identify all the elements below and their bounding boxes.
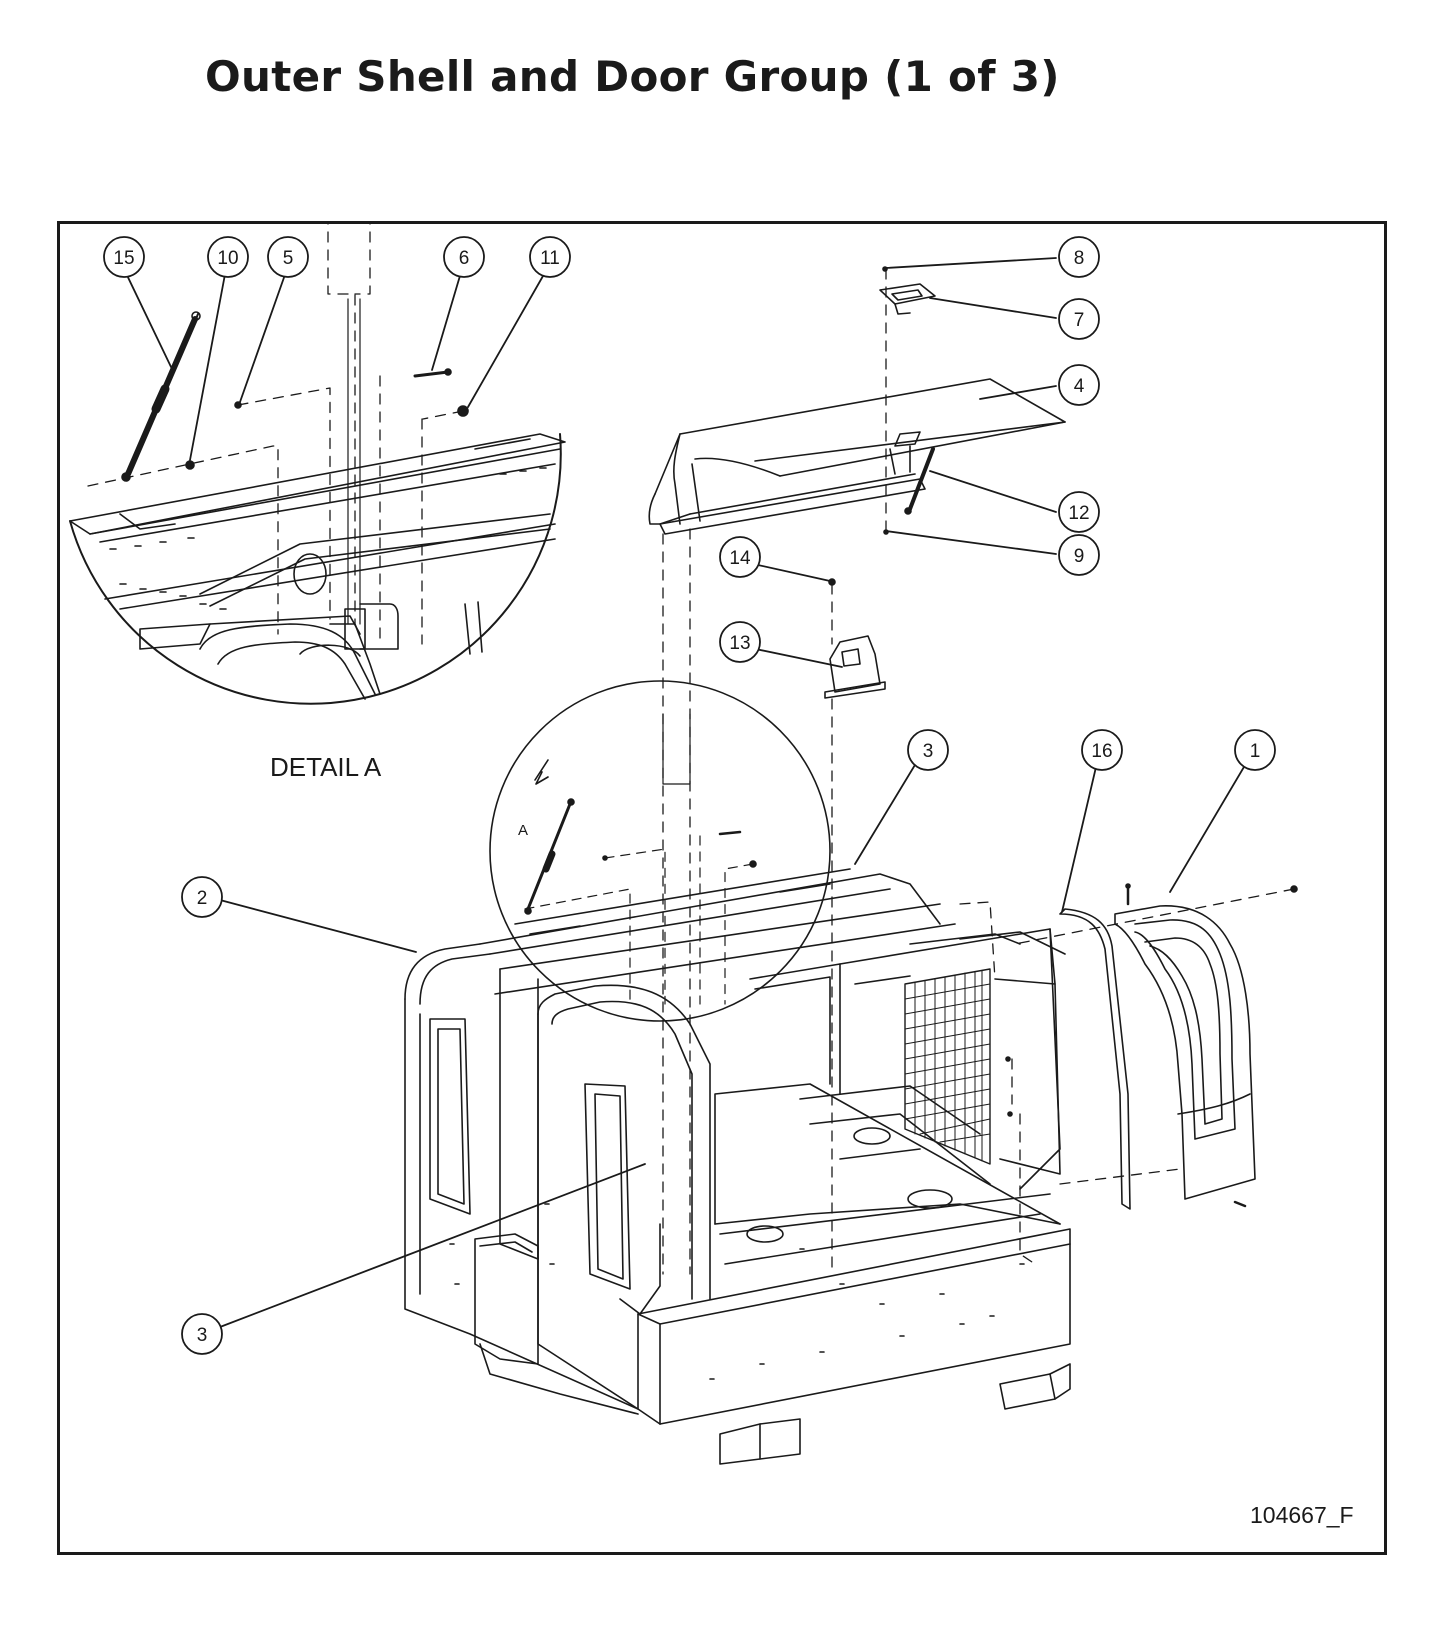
callout-15: 15 — [103, 236, 145, 278]
svg-text:16: 16 — [1091, 741, 1112, 762]
callout-12: 12 — [1058, 491, 1100, 533]
svg-text:9: 9 — [1074, 546, 1085, 567]
callout-1: 1 — [1234, 729, 1276, 771]
detail-a-marker: A — [518, 822, 529, 839]
side-panel-parts — [959, 883, 1298, 1265]
svg-text:11: 11 — [540, 248, 560, 269]
callout-3-upper: 3 — [907, 729, 949, 771]
callout-14: 14 — [719, 536, 761, 578]
svg-text:5: 5 — [283, 248, 294, 269]
callout-9: 9 — [1058, 534, 1100, 576]
callout-3-lower: 3 — [181, 1313, 223, 1355]
top-door-part — [648, 266, 1066, 535]
callout-bubbles: 15 10 5 6 11 8 7 4 12 9 14 13 3 16 1 2 3 — [103, 236, 1276, 1355]
callout-2: 2 — [181, 876, 223, 918]
svg-text:1: 1 — [1250, 741, 1261, 762]
callout-11: 11 — [529, 236, 571, 278]
callout-6: 6 — [443, 236, 485, 278]
svg-text:2: 2 — [197, 888, 208, 909]
detail-a-view — [69, 224, 566, 705]
diagram-drawing: 15 10 5 6 11 8 7 4 12 9 14 13 3 16 1 2 3 — [69, 224, 1298, 1465]
exploded-parts-diagram: 15 10 5 6 11 8 7 4 12 9 14 13 3 16 1 2 3… — [57, 221, 1387, 1555]
callout-16: 16 — [1081, 729, 1123, 771]
enclosure-frame — [404, 868, 1071, 1465]
callout-13: 13 — [719, 621, 761, 663]
svg-text:3: 3 — [197, 1325, 208, 1346]
svg-text:10: 10 — [217, 248, 238, 269]
drawing-number: 104667_F — [1250, 1502, 1354, 1528]
svg-text:12: 12 — [1068, 503, 1089, 524]
svg-text:15: 15 — [113, 248, 134, 269]
callout-4: 4 — [1058, 364, 1100, 406]
svg-text:6: 6 — [459, 248, 470, 269]
callout-7: 7 — [1058, 298, 1100, 340]
svg-text:4: 4 — [1074, 376, 1085, 397]
vent-grille — [904, 968, 991, 1165]
svg-text:13: 13 — [729, 633, 750, 654]
detail-a-label: DETAIL A — [270, 752, 382, 782]
svg-text:3: 3 — [923, 741, 934, 762]
callout-10: 10 — [207, 236, 249, 278]
page-title: Outer Shell and Door Group (1 of 3) — [205, 52, 1060, 101]
svg-text:14: 14 — [729, 548, 751, 569]
detail-a-reference-circle — [489, 680, 831, 1022]
bracket-part — [824, 578, 886, 1275]
callout-leaders — [123, 257, 1255, 1328]
arrow-icon — [534, 759, 549, 785]
svg-text:7: 7 — [1074, 310, 1085, 331]
callout-8: 8 — [1058, 236, 1100, 278]
svg-text:8: 8 — [1074, 248, 1085, 269]
callout-5: 5 — [267, 236, 309, 278]
